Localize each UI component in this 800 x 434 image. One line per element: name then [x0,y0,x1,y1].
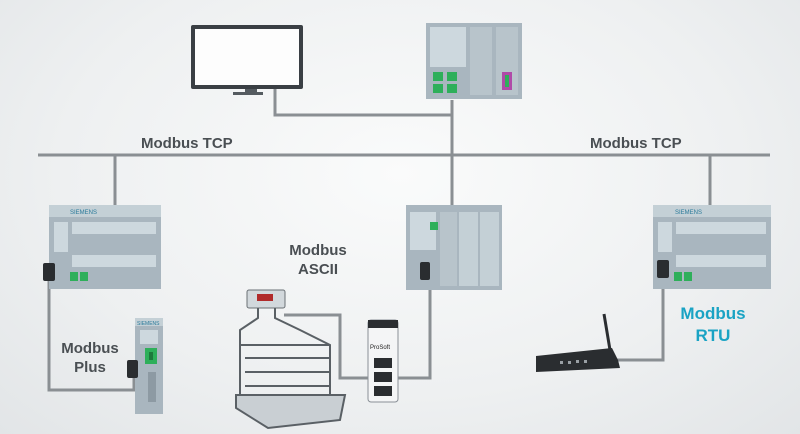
cable-modbus-rtu [615,275,665,362]
gateway-brand: ProSoft [370,345,390,351]
weighing-scale-icon [235,289,347,430]
left-plc-brand: SIEMENS [70,210,97,216]
prosoft-gateway: ProSoft [367,319,399,403]
cable-ascii-to-scale [284,313,382,380]
plus-module-brand: SIEMENS [137,321,160,327]
modbus-tcp-label-right: Modbus TCP [590,135,682,152]
modbus-plus-label-line2: Plus [74,359,106,376]
right-plc: SIEMENS [653,205,771,289]
main-plc [426,23,522,99]
modbus-ascii-label: Modbus ASCII [283,241,353,279]
modbus-rtu-label: Modbus RTU [673,303,753,347]
modbus-rtu-label-line2: RTU [695,326,731,345]
cable-modbus-plus [47,275,136,392]
modbus-tcp-label-left: Modbus TCP [141,135,233,152]
right-plc-brand: SIEMENS [675,210,702,216]
modbus-plus-label-line1: Modbus [61,340,119,357]
cable-modbus-ascii [390,275,432,380]
modbus-plus-module: SIEMENS [127,318,163,414]
modbus-ascii-label-line2: ASCII [297,261,338,278]
modem-router-icon [536,313,620,372]
modbus-ascii-label-line1: Modbus [289,242,347,259]
cables [38,89,770,392]
left-plc: SIEMENS [43,205,161,289]
modbus-plus-label: Modbus Plus [55,339,125,377]
modbus-rtu-label-line1: Modbus [680,304,746,323]
center-plc [406,205,502,290]
monitor-icon [191,25,303,95]
cable-monitor-to-main-plc [273,89,454,117]
